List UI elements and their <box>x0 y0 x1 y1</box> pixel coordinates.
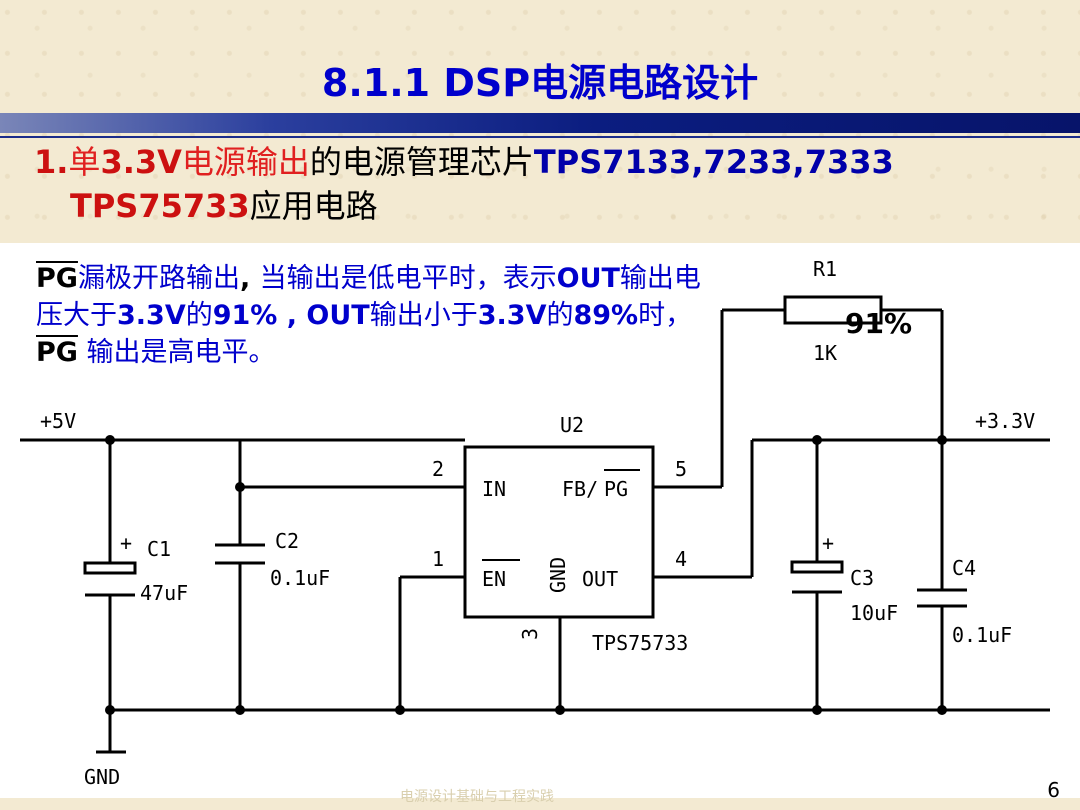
label-c1-name: C1 <box>147 537 171 561</box>
label-c2-name: C2 <box>275 529 299 553</box>
note-33v-2: 3.3V <box>477 300 547 331</box>
heading-part: TPS75733 <box>70 187 250 225</box>
note-pg-overline-2: PG <box>36 337 78 368</box>
heading-voltage: 3.3V <box>100 143 182 181</box>
pin-label-gnd: GND <box>546 557 570 593</box>
note-open-drain: 漏极开路输出 <box>77 263 240 294</box>
note-out-1: OUT <box>556 263 620 294</box>
schematic-diagram: +5V +3.3V GND R1 1K U2 TPS75733 IN FB/ P… <box>20 257 1050 789</box>
c3-plus-sign: + <box>822 531 834 555</box>
heading-app-circuit: 应用电路 <box>249 187 378 225</box>
pin-number-3: 3 <box>518 628 542 640</box>
label-u2-name: U2 <box>560 413 584 437</box>
pin-number-1: 1 <box>432 547 444 571</box>
heading-chip-desc: 的电源管理芯片 <box>309 143 534 181</box>
heading-number: 1. <box>34 143 69 181</box>
note-voltage-greater: 输出电压大于 <box>36 263 701 331</box>
pin-label-fb: FB/ <box>562 477 598 501</box>
pin-number-2: 2 <box>432 457 444 481</box>
label-c3-name: C3 <box>850 566 874 590</box>
pin-number-4: 4 <box>675 547 687 571</box>
label-vin: +5V <box>40 409 76 433</box>
label-vout: +3.3V <box>975 409 1035 433</box>
note-pg-overline-1: PG <box>36 263 78 294</box>
pg-description: PG漏极开路输出, 当输出是低电平时，表示OUT输出电压大于3.3V的91% ,… <box>36 260 716 371</box>
note-high-level: 输出是高电平。 <box>77 337 276 368</box>
c1-plus-sign: + <box>120 531 132 555</box>
note-when: 时， <box>638 300 693 331</box>
note-of-1: 的 <box>185 300 213 331</box>
heading-chip-list: TPS7133,7233,7333 <box>533 143 894 181</box>
label-c4-value: 0.1uF <box>952 623 1012 647</box>
schematic-panel: +5V +3.3V GND R1 1K U2 TPS75733 IN FB/ P… <box>0 243 1080 798</box>
label-c4-name: C4 <box>952 556 976 580</box>
label-r1-name: R1 <box>813 257 837 281</box>
pin-label-pg: PG <box>604 477 628 501</box>
label-c2-value: 0.1uF <box>270 566 330 590</box>
page-number: 6 <box>1047 778 1060 802</box>
header-bar <box>0 113 1080 133</box>
note-91-percent: 91% <box>212 300 278 331</box>
label-r1-value: 1K <box>813 341 837 365</box>
label-u2-part: TPS75733 <box>592 631 688 655</box>
footer-text: 电源设计基础与工程实践 <box>400 789 554 805</box>
header-underline <box>0 136 1080 138</box>
note-low-level: 当输出是低电平时，表示 <box>259 263 557 294</box>
note-out-2: , OUT <box>277 300 370 331</box>
note-89-percent: 89% <box>573 300 639 331</box>
slide-heading: 1.单3.3V电源输出的电源管理芯片TPS7133,7233,7333 TPS7… <box>34 140 1074 228</box>
heading-line2: TPS75733应用电路 <box>34 184 1074 228</box>
pin-number-5: 5 <box>675 457 687 481</box>
pin-label-en: EN <box>482 567 506 591</box>
pin-label-in: IN <box>482 477 506 501</box>
label-c1-value: 47uF <box>140 581 188 605</box>
heading-single: 单 <box>68 143 101 181</box>
note-of-2: 的 <box>546 300 574 331</box>
label-r1-note: 91% <box>845 307 912 340</box>
note-output-less: 输出小于 <box>369 300 478 331</box>
slide-title: 8.1.1 DSP电源电路设计 <box>321 61 759 105</box>
label-c3-value: 10uF <box>850 601 898 625</box>
label-gnd: GND <box>84 765 120 789</box>
pin-label-out: OUT <box>582 567 618 591</box>
heading-output: 电源输出 <box>181 143 310 181</box>
note-33v-1: 3.3V <box>117 300 186 331</box>
note-comma: , <box>239 263 260 294</box>
